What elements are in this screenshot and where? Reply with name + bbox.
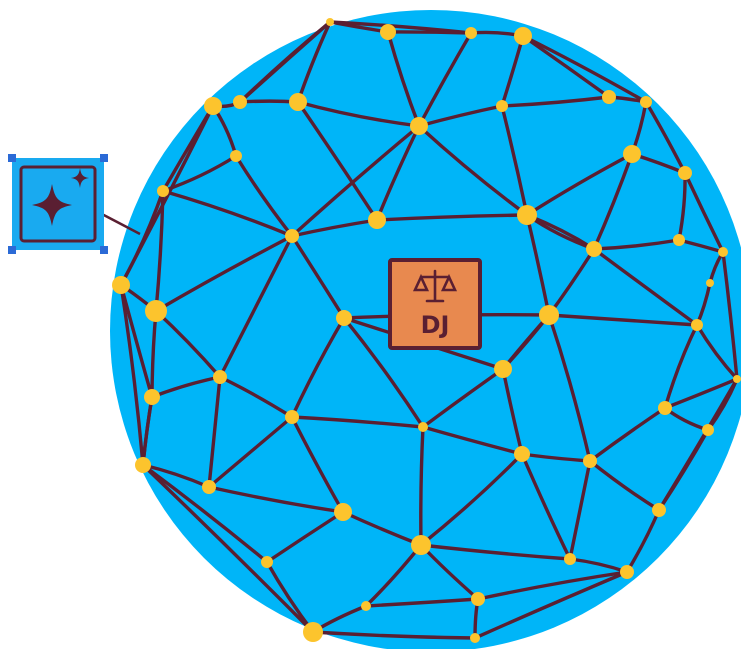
network-node bbox=[652, 503, 666, 517]
selection-handle[interactable] bbox=[100, 246, 108, 254]
network-node bbox=[470, 633, 480, 643]
network-node bbox=[496, 100, 508, 112]
network-node bbox=[673, 234, 685, 246]
network-node bbox=[368, 211, 386, 229]
selection-handle[interactable] bbox=[8, 154, 16, 162]
network-node bbox=[289, 93, 307, 111]
network-node bbox=[418, 422, 428, 432]
network-node bbox=[204, 97, 222, 115]
network-node bbox=[112, 276, 130, 294]
network-node bbox=[706, 279, 714, 287]
network-node bbox=[230, 150, 242, 162]
network-node bbox=[564, 553, 576, 565]
network-node bbox=[733, 375, 741, 383]
network-node bbox=[718, 247, 728, 257]
network-node bbox=[602, 90, 616, 104]
network-node bbox=[336, 310, 352, 326]
network-node bbox=[494, 360, 512, 378]
network-edge bbox=[388, 32, 471, 33]
network-node bbox=[145, 300, 167, 322]
network-node bbox=[620, 565, 634, 579]
network-node bbox=[411, 535, 431, 555]
network-node bbox=[233, 95, 247, 109]
network-node bbox=[380, 24, 396, 40]
network-node bbox=[326, 18, 334, 26]
selection-handle[interactable] bbox=[100, 154, 108, 162]
network-node bbox=[285, 410, 299, 424]
network-node bbox=[586, 241, 602, 257]
network-node bbox=[261, 556, 273, 568]
network-node bbox=[202, 480, 216, 494]
network-node bbox=[334, 503, 352, 521]
network-node bbox=[157, 185, 169, 197]
network-node bbox=[517, 205, 537, 225]
network-node bbox=[471, 592, 485, 606]
network-node bbox=[514, 27, 532, 45]
network-node bbox=[623, 145, 641, 163]
network-node bbox=[658, 401, 672, 415]
dj-badge[interactable]: DJ bbox=[390, 260, 480, 348]
network-node bbox=[285, 229, 299, 243]
network-node bbox=[361, 601, 371, 611]
network-node bbox=[702, 424, 714, 436]
network-node bbox=[410, 117, 428, 135]
selection-handle[interactable] bbox=[8, 246, 16, 254]
network-node bbox=[465, 27, 477, 39]
network-node bbox=[135, 457, 151, 473]
network-node bbox=[144, 389, 160, 405]
network-node bbox=[303, 622, 323, 642]
network-node bbox=[213, 370, 227, 384]
network-node bbox=[640, 96, 652, 108]
network-node bbox=[514, 446, 530, 462]
network-node bbox=[691, 319, 703, 331]
badge-initials: DJ bbox=[421, 311, 450, 339]
sparkle-box[interactable] bbox=[8, 154, 108, 254]
network-node bbox=[583, 454, 597, 468]
network-node bbox=[678, 166, 692, 180]
network-node bbox=[539, 305, 559, 325]
